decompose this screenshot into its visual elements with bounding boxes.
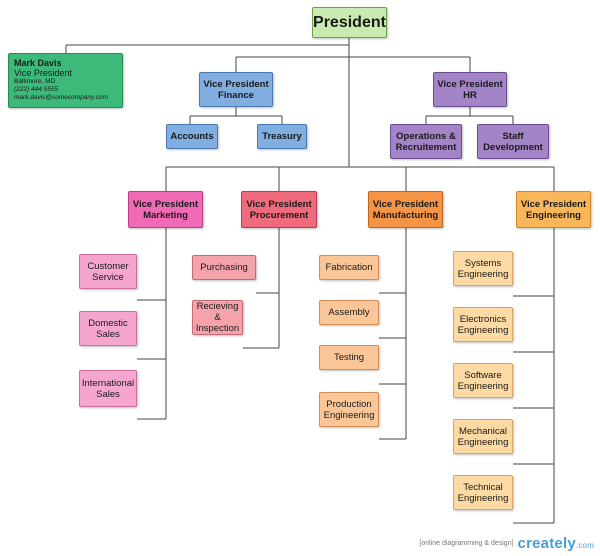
node-line: Engineering [323, 409, 375, 421]
node-line: Vice President [372, 198, 439, 210]
node-line: Procurement [249, 209, 309, 221]
mechanical-engineering-node[interactable]: Mechanical Engineering [453, 419, 513, 454]
profile-card[interactable]: Mark Davis Vice President Baltimore, MD … [8, 53, 123, 108]
node-line: Vice President [520, 198, 587, 210]
profile-name: Mark Davis [14, 58, 62, 68]
node-line: Domestic [88, 317, 128, 329]
domestic-sales-node[interactable]: Domestic Sales [79, 311, 137, 346]
tagline: [online diagramming & design] [419, 540, 514, 547]
brand-suffix: .com [575, 541, 594, 550]
creately-watermark: [online diagramming & design] creately.c… [419, 535, 594, 552]
node-line: Production [326, 398, 372, 410]
profile-title: Vice President [14, 68, 72, 78]
node-line: Development [483, 141, 543, 153]
president-node[interactable]: President [312, 7, 387, 38]
profile-phone: (222) 444 5555 [14, 86, 59, 93]
node-line: Engineering [457, 380, 509, 392]
node-line: Engineering [457, 436, 509, 448]
technical-engineering-node[interactable]: Technical Engineering [453, 475, 513, 510]
operations-recruitement-node[interactable]: Operations & Recruitement [390, 124, 462, 159]
brand-name: creately [517, 535, 576, 552]
vp-procurement-node[interactable]: Vice President Procurement [241, 191, 317, 228]
vp-manufacturing-node[interactable]: Vice President Manufacturing [368, 191, 443, 228]
node-line: Electronics [459, 313, 507, 325]
vp-hr-node[interactable]: Vice President HR [433, 72, 507, 107]
node-line: Customer [87, 260, 129, 272]
node-line: Engineering [457, 324, 509, 336]
node-line: Staff [502, 130, 524, 142]
node-line: Engineering [526, 209, 581, 221]
electronics-engineering-node[interactable]: Electronics Engineering [453, 307, 513, 342]
node-line: Accounts [170, 131, 214, 142]
node-line: Finance [218, 89, 254, 101]
node-line: Service [92, 271, 124, 283]
testing-node[interactable]: Testing [319, 345, 379, 370]
vp-finance-node[interactable]: Vice President Finance [199, 72, 273, 107]
node-line: Vice President [203, 78, 269, 90]
node-line: Marketing [143, 209, 188, 221]
node-line: Purchasing [200, 262, 248, 273]
assembly-node[interactable]: Assembly [319, 300, 379, 325]
treasury-node[interactable]: Treasury [257, 124, 307, 149]
purchasing-node[interactable]: Purchasing [192, 255, 256, 280]
node-line: Systems [464, 257, 502, 269]
software-engineering-node[interactable]: Software Engineering [453, 363, 513, 398]
profile-location: Baltimore, MD [14, 78, 56, 85]
node-line: Engineering [457, 492, 509, 504]
node-line: Technical [463, 481, 503, 493]
vp-marketing-node[interactable]: Vice President Marketing [128, 191, 203, 228]
node-line: Engineering [457, 268, 509, 280]
node-line: HR [463, 89, 477, 101]
node-line: Testing [333, 352, 365, 363]
brand-logo: creately.com [518, 535, 594, 552]
node-line: Recieving & [196, 301, 239, 323]
recieving-inspection-node[interactable]: Recieving & Inspection [192, 300, 243, 335]
node-line: Vice President [437, 78, 503, 90]
node-line: Inspection [195, 323, 240, 334]
node-line: Software [464, 369, 502, 381]
systems-engineering-node[interactable]: Systems Engineering [453, 251, 513, 286]
node-line: Manufacturing [372, 209, 439, 221]
profile-email: mark.davis@somecompany.com [14, 94, 108, 101]
node-line: Fabrication [325, 262, 373, 273]
vp-engineering-node[interactable]: Vice President Engineering [516, 191, 591, 228]
accounts-node[interactable]: Accounts [166, 124, 218, 149]
node-line: Vice President [246, 198, 312, 210]
node-line: Recruitement [395, 141, 457, 153]
node-line: Sales [96, 328, 120, 340]
node-line: Mechanical [458, 425, 508, 437]
fabrication-node[interactable]: Fabrication [319, 255, 379, 280]
president-label: President [313, 14, 386, 31]
node-line: Assembly [328, 307, 370, 318]
node-line: Operations & [396, 130, 456, 142]
staff-development-node[interactable]: Staff Development [477, 124, 549, 159]
production-engineering-node[interactable]: Production Engineering [319, 392, 379, 427]
customer-service-node[interactable]: Customer Service [79, 254, 137, 289]
node-line: Vice President [132, 198, 199, 210]
international-sales-node[interactable]: International Sales [79, 370, 137, 407]
node-line: Sales [96, 388, 120, 400]
node-line: Treasury [262, 131, 302, 142]
node-line: International [81, 377, 135, 389]
